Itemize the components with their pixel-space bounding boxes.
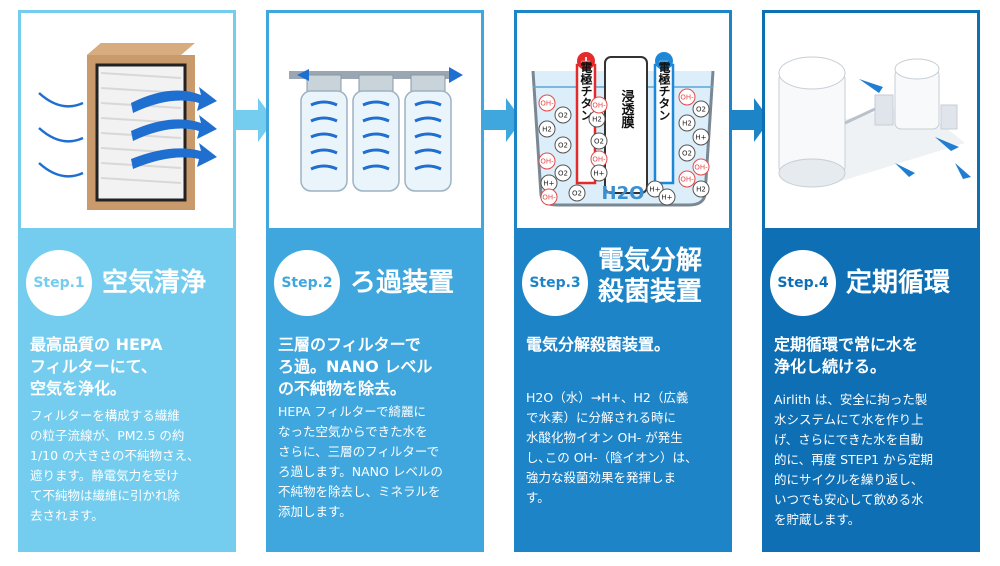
ion-label: H+ (661, 194, 672, 202)
step2-lead: 三層のフィルターで ろ過。NANO レベル の不純物を除去。 (278, 335, 433, 398)
step1-lead: 最高品質の HEPA フィルターにて、 空気を浄化。 (30, 335, 163, 398)
ion-bubble (554, 136, 572, 154)
plus-sign: + (580, 54, 592, 70)
electrolysis-tank-icon: + − 電極チタン 浸透膜 電極チタン H2O OH-O2H2O2OH-O2H+… (531, 52, 715, 207)
step4-title: 定期循環 (846, 267, 951, 298)
water-label: H2O (602, 183, 645, 204)
left-electrode-label: 電極チタン (579, 61, 593, 121)
ion-bubble (658, 188, 676, 206)
step4-lead: 定期循環で常に水を 浄化し続ける。 (774, 335, 919, 376)
ion-label: H+ (695, 134, 706, 142)
ion-label: OH- (592, 102, 606, 110)
storage-tanks-icon (778, 56, 971, 188)
ion-bubble (692, 180, 710, 198)
ion-label: OH- (540, 158, 554, 166)
step1-title: 空気清浄 (102, 267, 207, 298)
ion-bubble (646, 180, 664, 198)
step-card-1: Step.1 空気清浄 最高品質の HEPA フィルターにて、 空気を浄化。 フ… (18, 10, 236, 552)
step4-badge: Step.4 (770, 250, 836, 316)
ion-bubble (678, 170, 696, 188)
ion-label: O2 (558, 112, 568, 120)
step3-badge: Step.3 (522, 250, 588, 316)
ion-label: H+ (593, 170, 604, 178)
step1-badge: Step.1 (26, 250, 92, 316)
ion-bubble (538, 152, 556, 170)
ion-label: O2 (682, 150, 692, 158)
ion-bubble (678, 114, 696, 132)
ion-bubble (540, 188, 558, 206)
step-card-2: Step.2 ろ過装置 三層のフィルターで ろ過。NANO レベル の不純物を除… (266, 10, 484, 552)
arrow-right-icon (732, 98, 770, 142)
step4-illustration (762, 10, 980, 228)
step1-illustration (18, 10, 236, 228)
step3-lead: 電気分解殺菌装置。 (526, 335, 671, 354)
ion-bubble (568, 184, 586, 202)
step1-panel: Step.1 空気清浄 最高品質の HEPA フィルターにて、 空気を浄化。 フ… (18, 228, 236, 552)
step3-title: 電気分解 殺菌装置 (598, 246, 703, 307)
ion-bubble (554, 164, 572, 182)
hepa-filter-icon (38, 43, 217, 210)
ion-bubble (590, 132, 608, 150)
ion-label: H2 (542, 126, 552, 134)
minus-sign: − (658, 54, 670, 70)
membrane-label: 浸透膜 (619, 89, 635, 130)
ion-label: O2 (594, 138, 604, 146)
ion-label: H2 (696, 186, 706, 194)
step2-illustration (266, 10, 484, 228)
triple-filter-icon (289, 67, 463, 192)
ion-bubble (538, 120, 556, 138)
right-electrode-label: 電極チタン (657, 61, 671, 121)
step-card-4: Step.4 定期循環 定期循環で常に水を 浄化し続ける。 Airlith は、… (762, 10, 980, 552)
ion-label: OH- (540, 100, 554, 108)
ion-bubble (692, 100, 710, 118)
ion-bubble (590, 164, 608, 182)
step2-description: HEPA フィルターで綺麗に なった空気からできた水を さらに、三層のフィルター… (278, 404, 443, 519)
ion-label: OH- (680, 176, 694, 184)
ion-label: H+ (543, 180, 554, 188)
ion-bubble (678, 144, 696, 162)
step2-title: ろ過装置 (350, 267, 455, 298)
ion-label: O2 (696, 106, 706, 114)
ion-bubble (692, 128, 710, 146)
ion-bubble (538, 94, 556, 112)
step3-panel: Step.3 電気分解 殺菌装置 電気分解殺菌装置。 H2O（水）→H+、H2（… (514, 228, 732, 552)
ion-label: O2 (572, 190, 582, 198)
ion-label: H2 (592, 116, 602, 124)
ion-label: H2 (682, 120, 692, 128)
ion-label: OH- (680, 94, 694, 102)
ion-label: H+ (649, 186, 660, 194)
arrow-right-icon (484, 98, 522, 142)
arrow-right-icon (236, 98, 274, 142)
step2-badge: Step.2 (274, 250, 340, 316)
step1-description: フィルターを構成する繊維 の粒子流線が、PM2.5 の約 1/10 の大きさの不… (30, 408, 200, 523)
ion-bubble (554, 106, 572, 124)
step4-panel: Step.4 定期循環 定期循環で常に水を 浄化し続ける。 Airlith は、… (762, 228, 980, 552)
step2-panel: Step.2 ろ過装置 三層のフィルターで ろ過。NANO レベル の不純物を除… (266, 228, 484, 552)
step4-description: Airlith は、安全に拘った製 水システムにて水を作り上 げ、さらにできた水… (774, 392, 934, 527)
ion-bubble (678, 88, 696, 106)
ion-label: OH- (542, 194, 556, 202)
ion-bubble (692, 158, 710, 176)
ion-label: O2 (558, 142, 568, 150)
ion-bubble (590, 96, 608, 114)
step3-description: H2O（水）→H+、H2（広義 で水素）に分解される時に 水酸化物イオン OH-… (526, 390, 698, 505)
ion-label: OH- (592, 156, 606, 164)
ion-label: O2 (558, 170, 568, 178)
ion-label: OH- (694, 164, 708, 172)
